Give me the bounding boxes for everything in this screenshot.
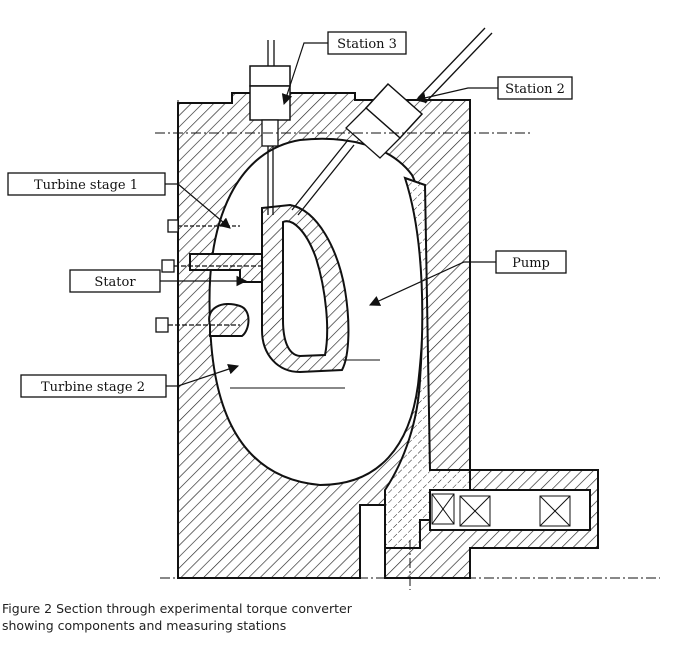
turbine-hub xyxy=(208,303,250,337)
pump-shell xyxy=(384,176,471,549)
label-turbine-stage-2-text: Turbine stage 2 xyxy=(41,380,145,395)
arrow-pump xyxy=(369,261,496,306)
bearing-left-cross-b xyxy=(431,493,455,525)
caption-line-2: showing components and measuring station… xyxy=(2,618,287,633)
turbine-blade-ring xyxy=(261,203,350,374)
bearing-right xyxy=(539,495,571,527)
arrow-turbine-stage-2 xyxy=(166,363,240,387)
label-turbine-stage-2: Turbine stage 2 xyxy=(20,374,167,398)
label-turbine-stage-1-text: Turbine stage 1 xyxy=(34,178,138,193)
bearing-left xyxy=(431,493,455,525)
label-station2-text: Station 2 xyxy=(505,82,565,97)
label-station3: Station 3 xyxy=(327,31,407,55)
bearing-right-cross-b xyxy=(539,495,571,527)
torque-converter-diagram: Station 3 Station 2 Turbine stage 1 Stat… xyxy=(7,27,660,590)
label-station2: Station 2 xyxy=(497,76,573,100)
label-pump-text: Pump xyxy=(512,256,550,271)
label-stator: Stator xyxy=(69,269,161,293)
bearing-mid-cross-b xyxy=(459,495,491,527)
caption-line-1: Figure 2 Section through experimental to… xyxy=(2,601,352,616)
bearing-mid xyxy=(459,495,491,527)
label-pump: Pump xyxy=(495,250,567,274)
bolt-lower xyxy=(155,317,240,333)
label-station3-text: Station 3 xyxy=(337,37,397,52)
bearing-block xyxy=(429,489,591,531)
label-stator-text: Stator xyxy=(94,275,136,290)
arrow-station2 xyxy=(414,87,498,104)
bolt-middle xyxy=(161,259,262,273)
label-turbine-stage-1: Turbine stage 1 xyxy=(7,172,166,196)
arrow-station3 xyxy=(281,42,328,106)
arrow-turbine-stage-1 xyxy=(165,183,231,229)
figure-caption: Figure 2 Section through experimental to… xyxy=(2,600,422,634)
